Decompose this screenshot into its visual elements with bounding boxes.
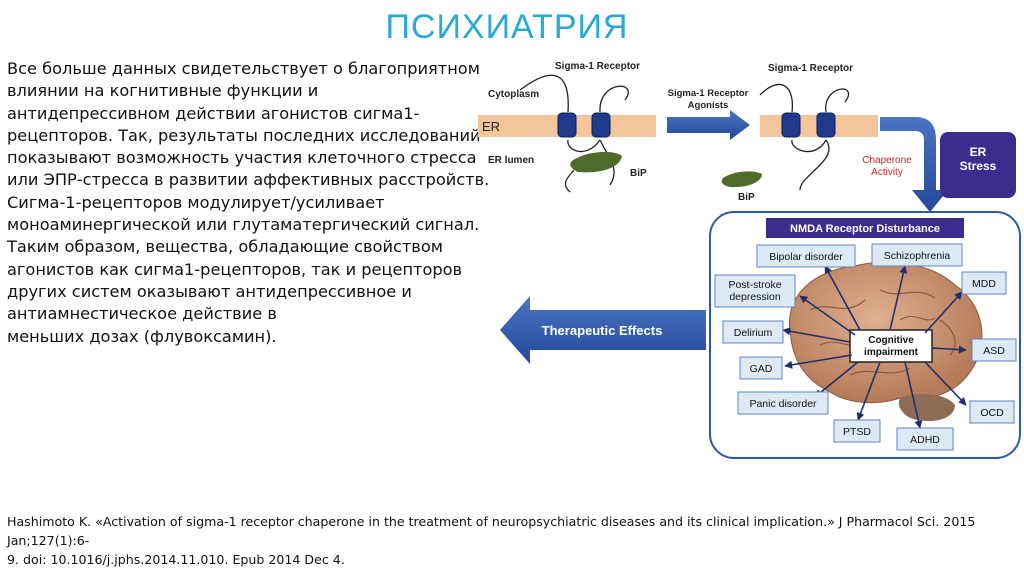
brain-cerebellum bbox=[898, 394, 955, 422]
label-bipolar: Bipolar disorder bbox=[769, 251, 843, 263]
slide-title: ПСИХИАТРИЯ bbox=[385, 8, 629, 46]
cytoplasm-label: Cytoplasm bbox=[488, 89, 539, 100]
body-line: Сигма-1-рецепторов модулирует/усиливает bbox=[7, 192, 385, 212]
receptor-domain-right-2 bbox=[816, 112, 836, 138]
body-line: антиамнестическое действие в bbox=[7, 304, 277, 324]
label-adhd: ADHD bbox=[910, 434, 940, 446]
receptor-chain-left bbox=[519, 74, 629, 153]
bip-protein-right bbox=[721, 171, 762, 188]
label-gad: GAD bbox=[750, 363, 773, 375]
bip-chain-left bbox=[564, 169, 575, 193]
body-line: рецепторов. Так, результаты последних ис… bbox=[7, 125, 481, 145]
body-line: Таким образом, вещества, обладающие свой… bbox=[7, 237, 443, 257]
body-line: моноаминергической или глутаматергически… bbox=[7, 215, 480, 235]
cognitive-line1: Cognitive bbox=[868, 335, 914, 346]
body-line: или ЭПР-стресса в развитии аффективных р… bbox=[7, 170, 490, 190]
agonists-label-line2: Agonists bbox=[688, 100, 729, 111]
therapeutic-effects-label: Therapeutic Effects bbox=[542, 323, 663, 338]
label-panic: Panic disorder bbox=[749, 398, 817, 410]
agonist-arrow-shape bbox=[667, 110, 750, 140]
chaperone-down-arrow bbox=[880, 117, 948, 212]
therapeutic-effects-arrow: Therapeutic Effects bbox=[500, 296, 706, 364]
er-stress-line1: ER bbox=[970, 145, 987, 159]
connector-arrows bbox=[782, 265, 967, 429]
er-stress-badge: ER Stress bbox=[940, 132, 1016, 198]
label-schizophrenia: Schizophrenia bbox=[884, 250, 951, 262]
disorder-labels: Bipolar disorder Schizophrenia Post-stro… bbox=[714, 243, 1017, 451]
left-receptor-panel: Sigma-1 Receptor Cytoplasm ER ER lumen B… bbox=[478, 61, 656, 193]
citation: Hashimoto K. «Activation of sigma-1 rece… bbox=[7, 512, 1017, 569]
label-ocd: OCD bbox=[980, 407, 1004, 419]
label-post-stroke-1: Post-stroke bbox=[728, 279, 781, 291]
label-ptsd: PTSD bbox=[843, 426, 871, 438]
receptor-tail-right bbox=[799, 139, 830, 191]
nmda-header-label: NMDA Receptor Disturbance bbox=[790, 223, 940, 235]
citation-line: Hashimoto K. «Activation of sigma-1 rece… bbox=[7, 514, 976, 548]
citation-line: 9. doi: 10.1016/j.jphs.2014.11.010. Epub… bbox=[7, 552, 345, 567]
right-receptor-panel: Sigma-1 Receptor BiP Chaperone Activity bbox=[721, 63, 912, 203]
receptor-domain-left-2 bbox=[591, 112, 611, 138]
bip-label-right: BiP bbox=[738, 192, 755, 203]
right-receptor-label: Sigma-1 Receptor bbox=[768, 63, 853, 74]
bip-protein-left bbox=[570, 151, 622, 173]
body-line: показывают возможность участия клеточног… bbox=[7, 148, 477, 168]
receptor-chain-right bbox=[759, 83, 850, 153]
body-paragraph: Все больше данных свидетельствует о благ… bbox=[7, 58, 490, 348]
body-line: других систем оказывают антидепрессивное… bbox=[7, 281, 412, 301]
label-asd: ASD bbox=[983, 345, 1005, 357]
nmda-header-box bbox=[766, 218, 964, 238]
er-lumen-label: ER lumen bbox=[488, 155, 534, 166]
body-line: влиянии на когнитивные функции и bbox=[7, 81, 319, 101]
brain-folds bbox=[809, 289, 956, 376]
nmda-brain-panel: NMDA Receptor Disturbance Cognitive impa… bbox=[709, 211, 1021, 459]
body-line: Все больше данных свидетельствует о благ… bbox=[7, 59, 480, 78]
agonist-arrow: Sigma-1 Receptor Agonists bbox=[667, 88, 750, 140]
agonists-label-line1: Sigma-1 Receptor bbox=[668, 88, 749, 99]
bip-label-left: BiP bbox=[630, 168, 647, 179]
receptor-domain-left-1 bbox=[557, 112, 577, 138]
cognitive-impairment-box bbox=[849, 329, 933, 363]
body-line: антидепрессивном действии агонистов сигм… bbox=[7, 103, 420, 123]
body-line: меньших дозах (флувоксамин). bbox=[7, 326, 277, 346]
left-receptor-label: Sigma-1 Receptor bbox=[555, 61, 640, 72]
er-label: ER bbox=[482, 119, 500, 134]
cognitive-line2: impairment bbox=[864, 347, 919, 358]
receptor-domain-right-1 bbox=[781, 112, 801, 138]
chaperone-activity-line2: Activity bbox=[871, 167, 903, 178]
body-line: агонистов как сигма1-рецепторов, так и р… bbox=[7, 259, 463, 279]
label-post-stroke-2: depression bbox=[729, 291, 781, 303]
label-mdd: MDD bbox=[972, 278, 996, 290]
chaperone-activity-line1: Chaperone bbox=[862, 155, 912, 166]
er-stress-line2: Stress bbox=[960, 159, 997, 173]
label-delirium: Delirium bbox=[734, 327, 773, 339]
